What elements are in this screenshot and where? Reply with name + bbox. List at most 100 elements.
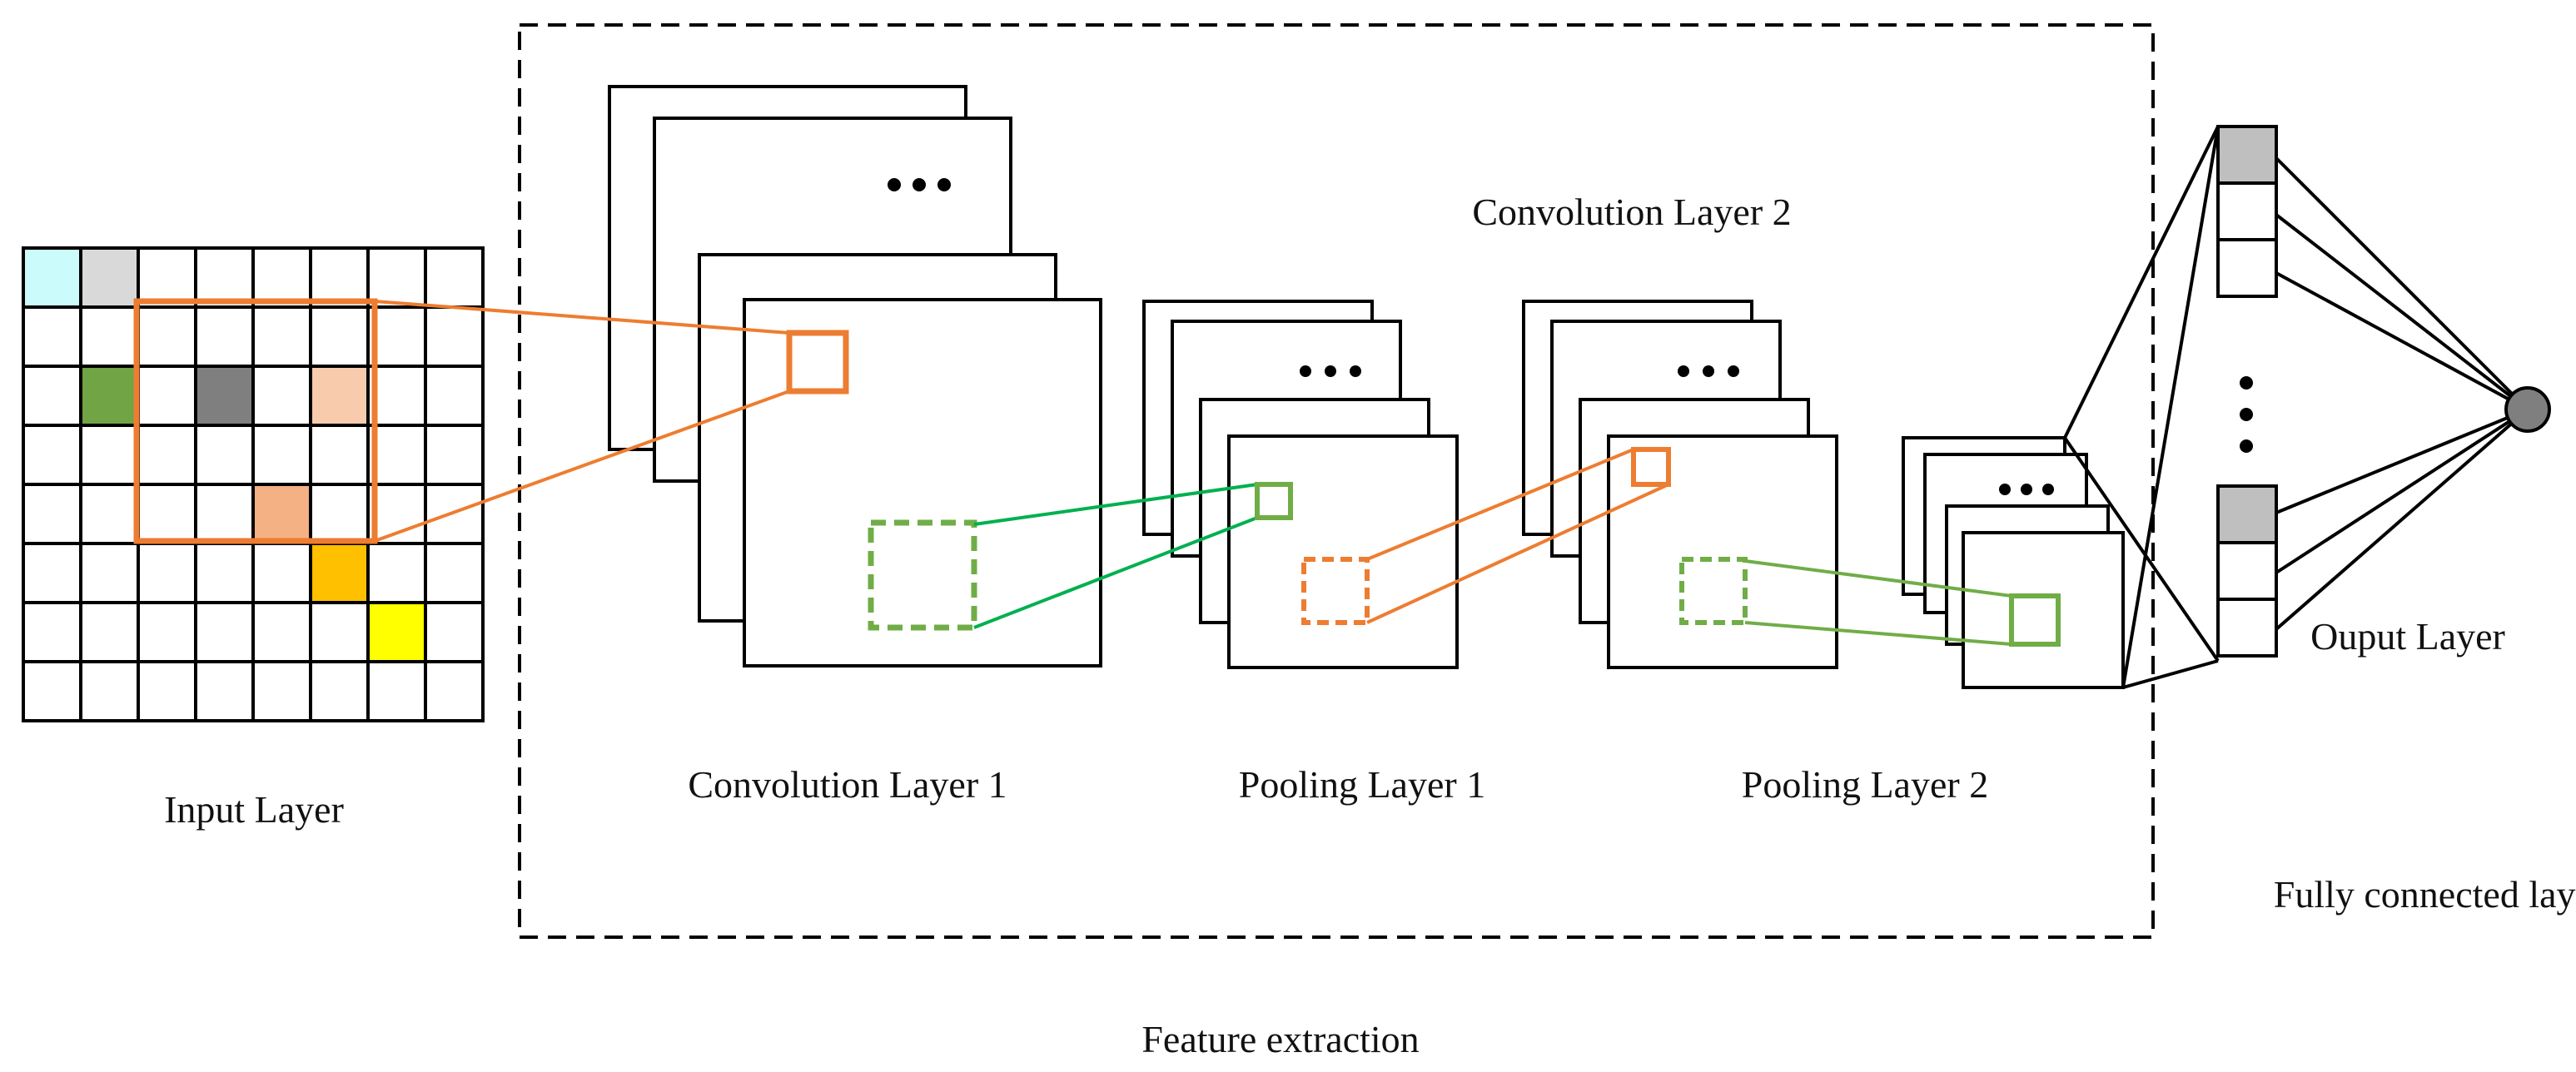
output-cell bbox=[2216, 484, 2278, 544]
input-cell bbox=[194, 365, 255, 427]
connection-line bbox=[973, 516, 1258, 629]
feature-map bbox=[1962, 531, 2125, 689]
input-cell bbox=[22, 305, 82, 368]
input-cell bbox=[251, 601, 312, 663]
output-cell bbox=[2216, 238, 2278, 298]
input-cell bbox=[309, 305, 370, 368]
input-cell bbox=[194, 424, 255, 486]
input-cell bbox=[22, 365, 82, 427]
input-receptive-field bbox=[133, 298, 849, 544]
input-cell bbox=[424, 424, 485, 486]
input-cell bbox=[309, 542, 370, 604]
connection-line bbox=[1744, 621, 2012, 646]
input-cell bbox=[79, 305, 140, 368]
input-cell bbox=[79, 424, 140, 486]
input-cell bbox=[137, 424, 197, 486]
pooling-layer-1-stack bbox=[1142, 300, 1459, 669]
output-layer-label: Ouput Layer bbox=[2310, 615, 2505, 658]
connection-line bbox=[374, 300, 790, 335]
input-cell bbox=[309, 424, 370, 486]
conv2-output-unit bbox=[1631, 447, 1671, 487]
fc-connections bbox=[2063, 126, 2220, 689]
ellipsis-icon bbox=[1300, 365, 1361, 377]
input-cell bbox=[194, 542, 255, 604]
pool1-kernel-window bbox=[1301, 557, 1370, 625]
input-cell bbox=[137, 542, 197, 604]
input-cell bbox=[22, 483, 82, 545]
pool1-output-unit bbox=[1255, 482, 1293, 520]
input-layer-label: Input Layer bbox=[164, 788, 344, 831]
conv-layer-2-label: Convolution Layer 2 bbox=[1472, 191, 1791, 233]
input-cell bbox=[251, 305, 312, 368]
input-cell bbox=[79, 365, 140, 427]
feature-map bbox=[1607, 434, 1838, 669]
input-cell bbox=[424, 601, 485, 663]
conv2-pooling-window bbox=[1679, 557, 1748, 625]
input-cell bbox=[137, 246, 197, 309]
pooling-layer-1-label: Pooling Layer 1 bbox=[1239, 763, 1485, 806]
input-cell bbox=[309, 246, 370, 309]
input-cell bbox=[366, 660, 427, 722]
input-cell bbox=[424, 365, 485, 427]
output-cell bbox=[2216, 598, 2278, 658]
input-cell bbox=[251, 483, 312, 545]
input-cell bbox=[424, 660, 485, 722]
output-cell bbox=[2216, 181, 2278, 241]
connection-line bbox=[973, 483, 1258, 526]
pooling-layer-2-stack bbox=[1902, 436, 2125, 689]
input-cell bbox=[424, 246, 485, 309]
input-cell bbox=[251, 542, 312, 604]
fully-connected-layer-label: Fully connected layer bbox=[2274, 873, 2576, 916]
input-cell bbox=[251, 365, 312, 427]
output-cell bbox=[2216, 125, 2278, 185]
conv-layer-2-stack bbox=[1522, 300, 1838, 669]
input-cell bbox=[194, 601, 255, 663]
input-cell bbox=[309, 660, 370, 722]
pool2-output-unit bbox=[2009, 593, 2061, 647]
ellipsis-icon bbox=[888, 178, 951, 191]
conv-layer-1-stack bbox=[608, 85, 1102, 668]
conv1-pooling-window bbox=[868, 519, 977, 631]
input-cell bbox=[194, 660, 255, 722]
input-cell bbox=[79, 246, 140, 309]
input-cell bbox=[79, 660, 140, 722]
ellipsis-icon bbox=[1999, 484, 2054, 495]
input-cell bbox=[22, 246, 82, 309]
input-cell bbox=[366, 246, 427, 309]
connection-line bbox=[1366, 483, 1669, 624]
input-cell bbox=[22, 542, 82, 604]
vertical-ellipsis-icon bbox=[2240, 376, 2253, 453]
input-cell bbox=[137, 601, 197, 663]
input-cell bbox=[251, 424, 312, 486]
input-cell bbox=[79, 483, 140, 545]
conv1-output-unit bbox=[786, 330, 849, 395]
input-cell bbox=[22, 424, 82, 486]
pool1-to-conv2-field bbox=[1301, 447, 1671, 625]
pooling-layer-2-label: Pooling Layer 2 bbox=[1742, 763, 1988, 806]
input-cell bbox=[137, 660, 197, 722]
input-cell bbox=[424, 542, 485, 604]
ellipsis-icon bbox=[1678, 365, 1739, 377]
input-cell bbox=[251, 660, 312, 722]
input-cell bbox=[366, 542, 427, 604]
input-grid bbox=[22, 246, 485, 722]
feature-map bbox=[1227, 434, 1459, 669]
input-cell bbox=[194, 246, 255, 309]
input-cell bbox=[79, 601, 140, 663]
input-cell bbox=[194, 483, 255, 545]
output-node-connections bbox=[2275, 156, 2529, 631]
connection-line bbox=[374, 390, 790, 543]
input-cell bbox=[22, 660, 82, 722]
connection-line bbox=[1744, 559, 2012, 598]
input-cell bbox=[137, 483, 197, 545]
output-cell bbox=[2216, 541, 2278, 601]
output-node bbox=[2504, 386, 2551, 433]
input-cell bbox=[137, 365, 197, 427]
feature-extraction-label: Feature extraction bbox=[1141, 1018, 1419, 1060]
input-cell bbox=[309, 601, 370, 663]
conv-layer-1-label: Convolution Layer 1 bbox=[688, 763, 1007, 806]
input-cell bbox=[194, 305, 255, 368]
input-kernel-window bbox=[133, 298, 378, 544]
connection-line bbox=[1366, 448, 1634, 561]
